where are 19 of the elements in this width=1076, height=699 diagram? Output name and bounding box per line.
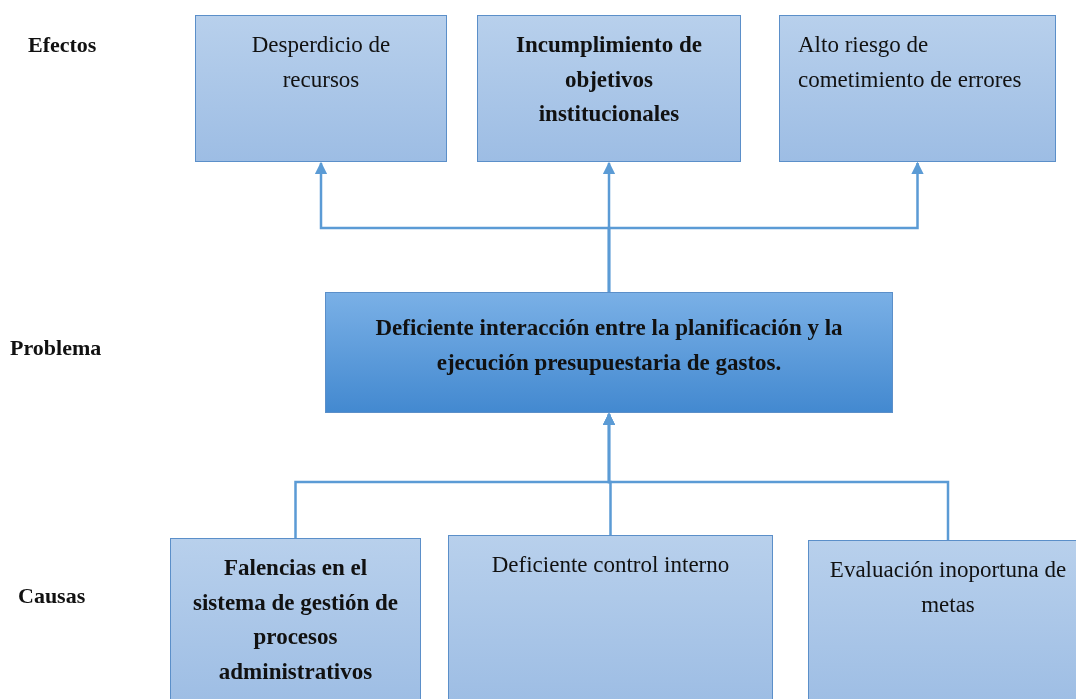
problem-box bbox=[325, 292, 893, 413]
effect-box bbox=[477, 15, 741, 162]
cause-box bbox=[170, 538, 421, 699]
cause-box bbox=[808, 540, 1076, 699]
row-label: Problema bbox=[10, 335, 102, 361]
box-text: Deficiente interacción entre la planificación y la ejecución presupuestaria de gastos. bbox=[374, 314, 844, 377]
arrow bbox=[602, 412, 950, 540]
row-label: Causas bbox=[18, 583, 86, 609]
box-text: Deficiente control interno bbox=[490, 551, 731, 579]
effect-box bbox=[779, 15, 1056, 162]
row-label: Efectos bbox=[28, 32, 97, 58]
effect-box bbox=[195, 15, 447, 162]
box-text: Incumplimiento de objetivos institucionales bbox=[515, 31, 703, 128]
box-text: Evaluación inoportuna de metas bbox=[828, 556, 1068, 619]
cause-box bbox=[448, 535, 773, 699]
box-text: Falencias en el sistema de gestión de procesos administrativos bbox=[191, 554, 400, 686]
box-text: Desperdicio de recursos bbox=[250, 31, 392, 94]
box-text: Alto riesgo de cometimiento de errores bbox=[798, 31, 1023, 94]
arrow bbox=[607, 161, 924, 292]
